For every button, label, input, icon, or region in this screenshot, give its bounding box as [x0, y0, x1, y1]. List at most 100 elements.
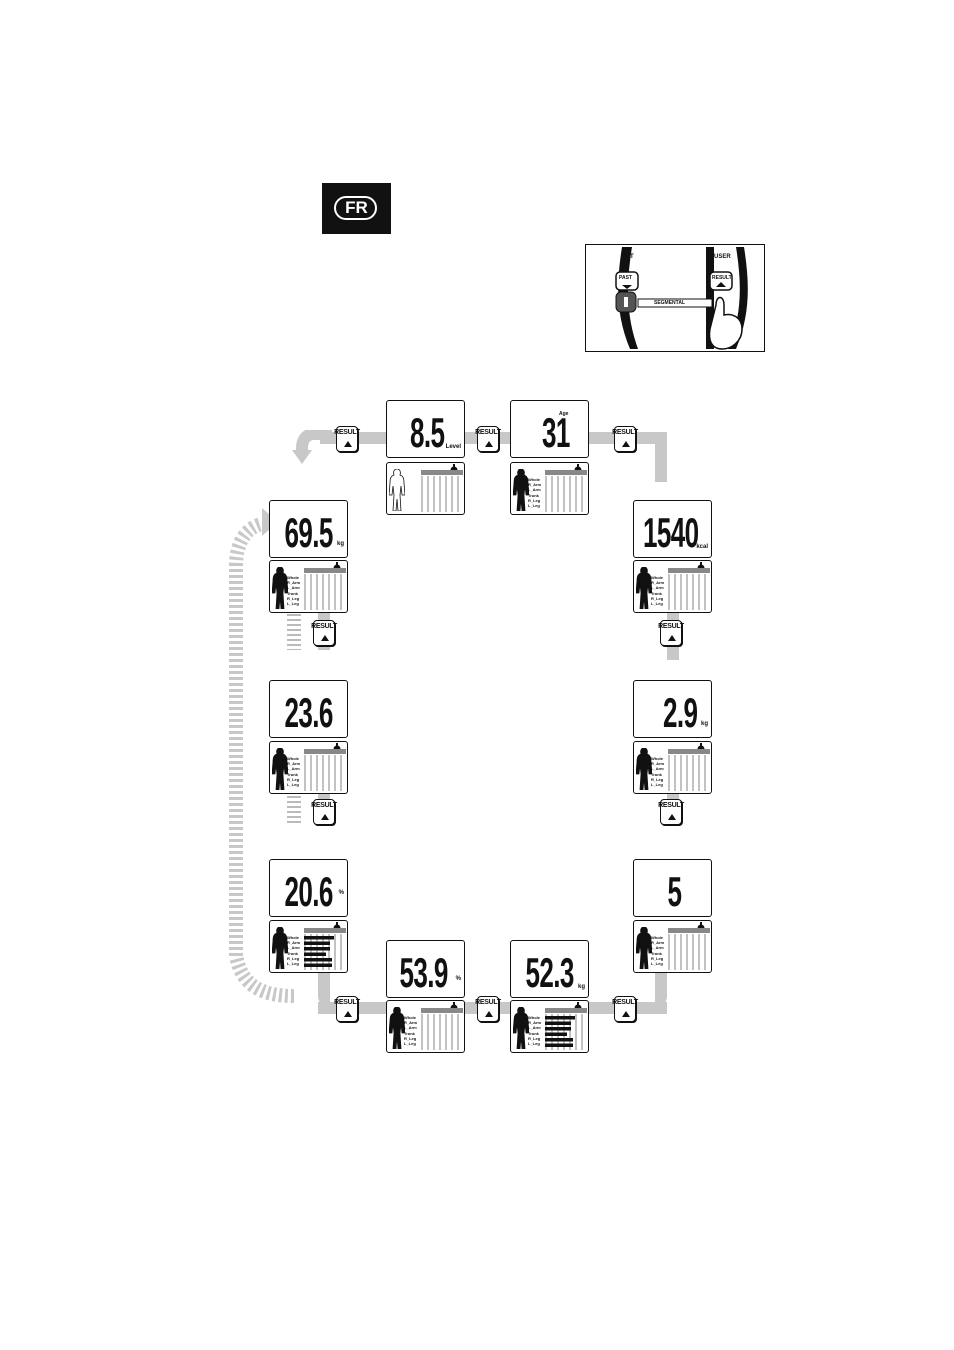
segment-label: R_Leg [651, 776, 664, 782]
body-figure-icon [513, 1007, 529, 1049]
segment-label: Trunk [651, 950, 662, 956]
segment-label: L_Arm [651, 945, 664, 951]
segment-label: L_Leg [528, 503, 540, 509]
segment-label: L_Leg [287, 961, 299, 967]
segment-bar [545, 1027, 571, 1031]
segment-label: R_Leg [651, 955, 664, 961]
segment-label: L_Arm [528, 487, 541, 493]
screen-age: Age 31 [510, 400, 589, 458]
device-drawing [615, 247, 748, 350]
result-button-8[interactable]: RESULT [334, 996, 360, 1022]
segment-label: L_Arm [287, 585, 300, 591]
segment-label: R_Arm [287, 580, 301, 586]
bar-grid [668, 749, 710, 791]
segment-label: R_Arm [651, 940, 665, 946]
segment-label: L_Arm [651, 766, 664, 772]
grid-header [668, 749, 710, 754]
segment-label: Trunk [651, 590, 662, 596]
result-button-10[interactable]: RESULT [311, 620, 337, 646]
segment-label: L_Arm [404, 1025, 417, 1031]
segment-bar [545, 1016, 575, 1020]
segment-label: Trunk [404, 1030, 415, 1036]
segment-bar [304, 947, 330, 951]
result-button-5[interactable]: RESULT [658, 799, 684, 825]
arrow-left-icon [292, 430, 332, 464]
screen-kcal: 1540 kcal [633, 500, 712, 558]
segment-label: R_Arm [404, 1020, 418, 1026]
segment-label: R_Leg [287, 776, 300, 782]
body-figure-icon [272, 927, 288, 969]
up-triangle-icon [321, 814, 329, 820]
segment-label: L_Leg [528, 1041, 540, 1047]
result-button-label: RESULT [612, 429, 638, 436]
segment-bar [304, 941, 330, 945]
result-button-7[interactable]: RESULT [475, 996, 501, 1022]
bar-grid [668, 928, 710, 970]
body-figure-icon [389, 469, 405, 511]
level-indicator-1 [287, 614, 301, 650]
segment-label: R_Arm [651, 580, 665, 586]
body-figure-icon [636, 567, 652, 609]
user-label: USER [714, 254, 731, 260]
up-triangle-icon [668, 635, 676, 641]
result-button-label: RESULT [612, 999, 638, 1006]
up-triangle-icon [622, 441, 630, 447]
result-button-3[interactable]: RESULT [612, 426, 638, 452]
result-button-label: RESULT [475, 999, 501, 1006]
segment-label: R_Arm [528, 1020, 542, 1026]
segment-label: R_Leg [651, 595, 664, 601]
segment-label: L_Arm [287, 766, 300, 772]
result-button-1[interactable]: RESULT [334, 426, 360, 452]
grid-header [421, 1008, 463, 1013]
screen-fat: 20.6 % [269, 859, 348, 917]
screen-visceral: 8.5 Level [386, 400, 465, 458]
segment-label: L_Leg [651, 961, 663, 967]
result-button-label: RESULT [658, 623, 684, 630]
bone-value: 2.9 [662, 689, 698, 736]
weight-unit: kg [336, 541, 344, 547]
grid-header [545, 1008, 587, 1013]
screen-water: 53.9 % [386, 940, 465, 998]
result-button-6[interactable]: RESULT [612, 996, 638, 1022]
segment-bar [304, 936, 334, 940]
segment-bar [304, 963, 332, 967]
result-button-9[interactable]: RESULT [311, 799, 337, 825]
result-button-2[interactable]: RESULT [475, 426, 501, 452]
result-button-4[interactable]: RESULT [658, 620, 684, 646]
body-figure-icon [513, 469, 529, 511]
up-triangle-icon [485, 1011, 493, 1017]
bar-grid [545, 1008, 587, 1050]
fat-unit: % [338, 890, 344, 896]
segment-label: Whole [528, 1015, 540, 1020]
body-figure-icon [636, 927, 652, 969]
up-triangle-icon [485, 441, 493, 447]
segment-label: Whole [651, 575, 663, 580]
age-label: Age [559, 411, 569, 417]
segment-label: L_Arm [528, 1025, 541, 1031]
bar-grid [421, 470, 463, 512]
segment-label: Trunk [287, 590, 298, 596]
segment-label: R_Leg [404, 1035, 417, 1041]
bmi-value: 23.6 [284, 689, 334, 736]
segment-label: R_Arm [528, 482, 542, 488]
muscle-unit: kg [577, 984, 585, 990]
set-label: SET [622, 254, 634, 260]
segment-label: L_Arm [651, 585, 664, 591]
result-label: RESULT [712, 275, 732, 281]
segment-bar [545, 1043, 573, 1047]
grid-header [668, 928, 710, 933]
segment-label: R_Leg [287, 595, 300, 601]
segment-label: Trunk [528, 1030, 539, 1036]
up-triangle-icon [668, 814, 676, 820]
segment-bar [545, 1038, 573, 1042]
